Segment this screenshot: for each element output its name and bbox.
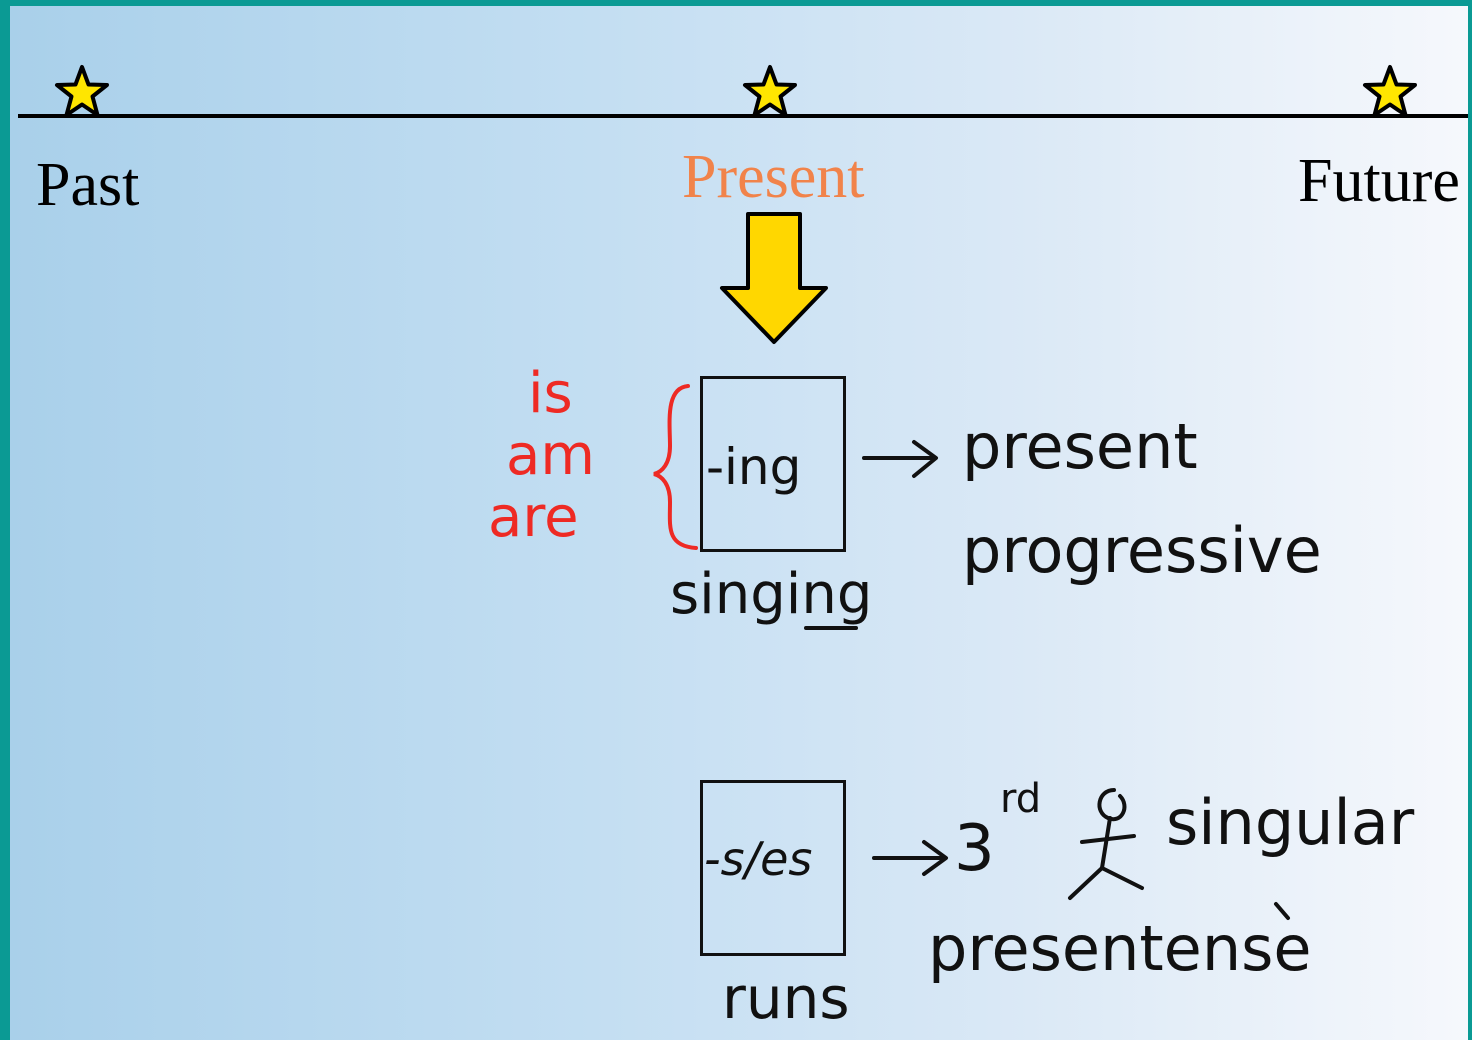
third-person-suffix: rd	[1000, 776, 1042, 822]
timeline-line	[18, 114, 1468, 118]
result-singular: singular	[1166, 786, 1415, 859]
suffix-ses: -s/es	[704, 832, 813, 886]
right-arrow-icon	[862, 440, 938, 478]
result-present: present	[962, 410, 1198, 483]
curly-brace-icon	[653, 384, 698, 550]
third-person-number: 3	[954, 812, 995, 886]
aux-verb-am: am	[506, 423, 595, 488]
star-icon-present	[742, 64, 798, 125]
star-icon	[55, 65, 109, 117]
slide: Past Present Future is am are -ing singi…	[10, 6, 1468, 1040]
star-icon-future	[1362, 64, 1418, 125]
aux-verb-is: is	[528, 361, 573, 426]
star-icon	[1363, 65, 1417, 117]
drawing-layer	[653, 212, 1290, 920]
down-arrow-icon	[720, 212, 828, 344]
example-singing: singing	[670, 562, 873, 627]
timeline-label-past: Past	[36, 151, 140, 219]
suffix-box-ing	[700, 376, 846, 552]
suffix-box-ses	[700, 780, 846, 956]
example-runs: runs	[722, 964, 850, 1032]
star-icon	[743, 65, 797, 117]
accent-mark	[1274, 902, 1290, 920]
star-icon-past	[54, 64, 110, 125]
result-presentense: presentense	[928, 912, 1312, 985]
stick-figure-icon	[1068, 788, 1144, 900]
suffix-ing: -ing	[706, 438, 802, 496]
result-progressive: progressive	[962, 514, 1322, 587]
timeline-label-future: Future	[1298, 147, 1460, 215]
right-arrow-icon	[872, 840, 948, 876]
timeline-label-present: Present	[682, 143, 865, 211]
aux-verb-are: are	[488, 485, 579, 550]
